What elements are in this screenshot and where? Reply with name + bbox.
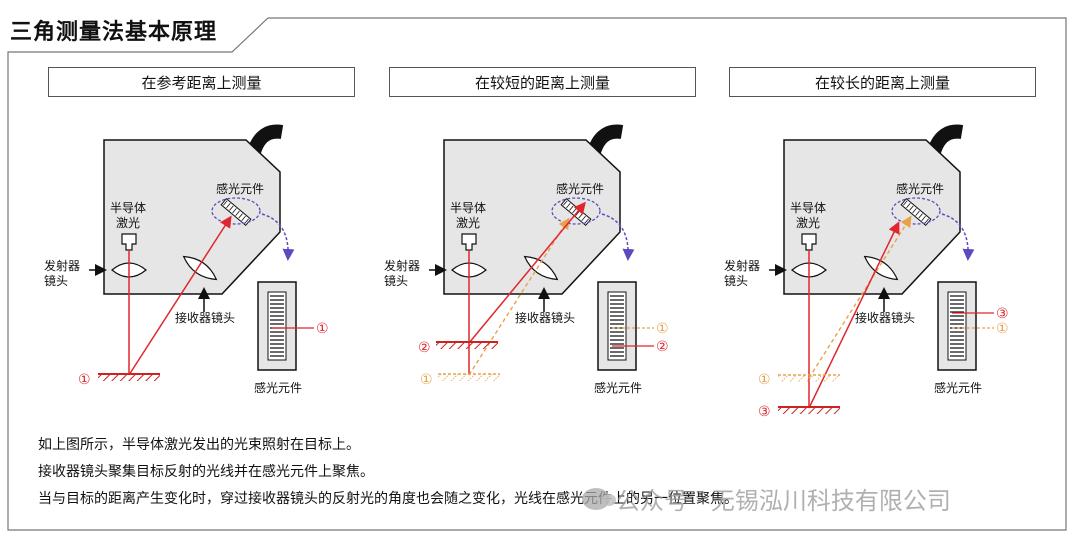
marker-3: ③ xyxy=(996,306,1009,322)
emitter-lens-label: 发射器 xyxy=(44,258,80,273)
emitter-lens-label: 镜头 xyxy=(44,273,68,288)
marker-2: ② xyxy=(418,340,431,356)
laser-label: 半导体 xyxy=(110,201,146,215)
panel-short xyxy=(429,124,654,381)
receiver-lens-icon xyxy=(863,255,899,281)
marker-1: ① xyxy=(78,372,91,388)
marker-1: ① xyxy=(758,372,771,388)
wechat-logo-icon xyxy=(582,487,616,510)
sensor-element-label: 感光元件 xyxy=(216,181,264,196)
watermark-text: 公众号 · 无锡泓川科技有限公司 xyxy=(616,487,951,515)
panel-heading-short: 在较短的距离上测量 xyxy=(389,67,696,97)
laser-label: 半导体 xyxy=(450,201,486,215)
marker-1: ① xyxy=(420,372,433,388)
marker-2: ② xyxy=(656,339,669,355)
sensor-housing xyxy=(103,139,281,295)
marker-1: ① xyxy=(996,321,1009,337)
marker-1: ① xyxy=(656,321,669,337)
laser-label: 激光 xyxy=(456,216,480,230)
description-line-3: 当与目标的距离产生变化时，穿过接收器镜头的反射光的角度也会随之变化，光线在感光元… xyxy=(38,491,738,507)
laser-label: 半导体 xyxy=(790,201,826,215)
sensor-housing xyxy=(443,139,621,295)
sensor-element-label: 感光元件 xyxy=(896,181,944,196)
laser-label: 激光 xyxy=(796,216,820,230)
laser-diode-icon xyxy=(461,233,477,251)
sensor-housing xyxy=(783,139,961,295)
laser-diode-icon xyxy=(121,233,137,251)
description-line-2: 接收器镜头聚集目标反射的光线并在感光元件上聚焦。 xyxy=(38,464,374,480)
sensor-element-label: 感光元件 xyxy=(934,380,982,395)
panel-heading-long: 在较长的距离上测量 xyxy=(729,67,1036,97)
emitter-lens-label: 发射器 xyxy=(724,258,760,273)
panel-heading-reference: 在参考距离上测量 xyxy=(48,67,355,97)
page-title: 三角测量法基本原理 xyxy=(10,20,218,45)
laser-diode-icon xyxy=(801,233,817,251)
marker-3: ③ xyxy=(758,404,771,420)
receiver-lens-label: 接收器镜头 xyxy=(515,310,575,325)
marker-1: ① xyxy=(316,321,329,337)
panel-reference xyxy=(89,124,314,381)
emitter-lens-label: 发射器 xyxy=(384,258,420,273)
receiver-lens-icon xyxy=(182,255,218,281)
receiver-lens-label: 接收器镜头 xyxy=(855,310,915,325)
panel-long xyxy=(769,124,994,414)
receiver-lens-label: 接收器镜头 xyxy=(175,310,235,325)
description-line-1: 如上图所示，半导体激光发出的光束照射在目标上。 xyxy=(38,437,360,453)
sensor-element-label: 感光元件 xyxy=(594,380,642,395)
emitter-lens-label: 镜头 xyxy=(724,273,748,288)
sensor-element-label: 感光元件 xyxy=(254,380,302,395)
sensor-element-label: 感光元件 xyxy=(556,181,604,196)
watermark: 公众号 · 无锡泓川科技有限公司 xyxy=(582,481,951,516)
laser-label: 激光 xyxy=(116,216,140,230)
emitter-lens-label: 镜头 xyxy=(384,273,408,288)
